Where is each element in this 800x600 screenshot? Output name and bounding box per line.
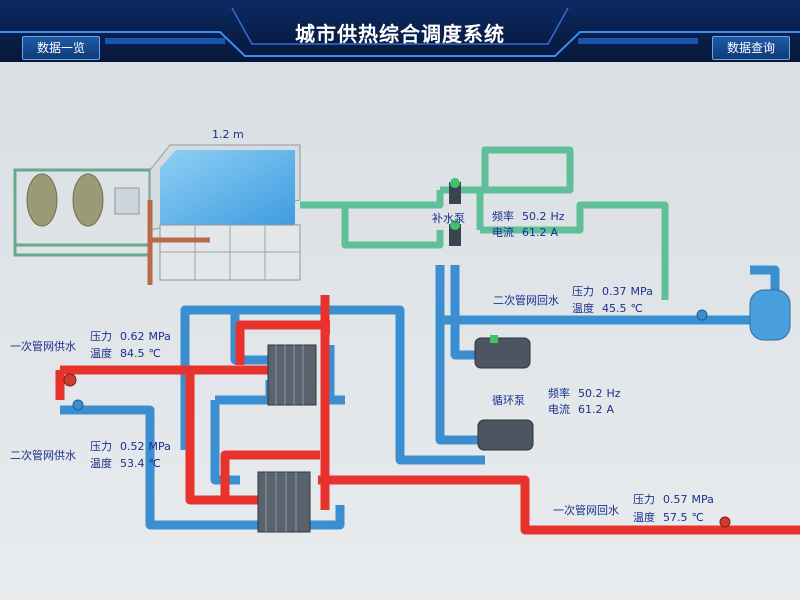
primary-supply-name: 一次管网供水 bbox=[10, 340, 76, 353]
water-treatment-skid bbox=[13, 168, 152, 257]
plate-heat-exchanger-lower bbox=[257, 471, 311, 533]
header-bar bbox=[0, 0, 800, 62]
page-title: 城市供热综合调度系统 bbox=[295, 22, 505, 46]
circulation-pumps bbox=[474, 335, 534, 451]
data-query-button[interactable]: 数据查询 bbox=[712, 36, 790, 60]
circulation-pump-name: 循环泵 bbox=[492, 394, 525, 407]
tank-size-label: 1.2 m bbox=[212, 128, 244, 141]
makeup-water-pipes bbox=[300, 146, 669, 300]
plate-heat-exchanger-upper bbox=[267, 344, 317, 406]
primary-network-pipes bbox=[55, 295, 800, 535]
makeup-pumps bbox=[449, 178, 461, 246]
data-overview-button[interactable]: 数据一览 bbox=[22, 36, 100, 60]
primary-return-name: 一次管网回水 bbox=[553, 504, 619, 517]
water-tank bbox=[147, 144, 301, 285]
pipe-valves bbox=[63, 309, 731, 528]
deaerator-tank bbox=[749, 289, 791, 341]
makeup-pump-name: 补水泵 bbox=[432, 212, 465, 225]
secondary-supply-name: 二次管网供水 bbox=[10, 449, 76, 462]
secondary-return-name: 二次管网回水 bbox=[493, 294, 559, 307]
